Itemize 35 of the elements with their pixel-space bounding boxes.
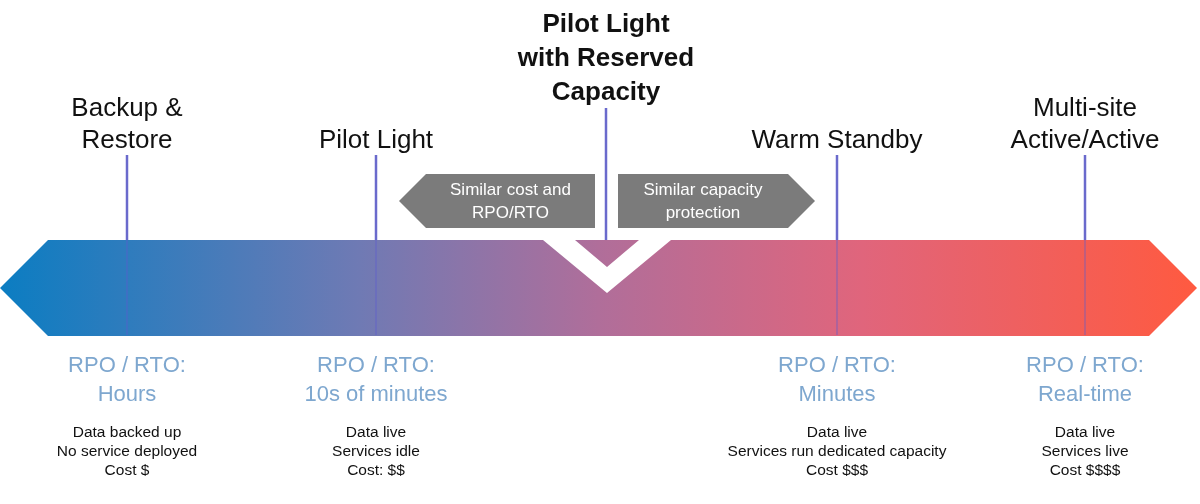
strategy-detail: Data live [806,421,868,441]
arrow-banner [618,174,815,228]
strategy-title: Warm Standby [750,123,924,155]
metric-value: Real-time [1037,381,1133,407]
strategy-detail: Services live [1041,440,1129,460]
strategy-detail: Cost $$$ [806,459,868,479]
metric-value: Minutes [798,381,876,407]
strategy-detail: Cost $ [104,459,150,479]
arrow-banner [399,174,595,228]
strategy-detail: Cost $$$$ [1049,459,1121,479]
metric-label: RPO / RTO: [778,352,896,378]
marker-line [1083,155,1087,240]
strategy-title: Pilot Light [317,123,435,155]
metric-value: 10s of minutes [304,381,448,407]
strategy-title: Multi-site Active/Active [1009,91,1161,155]
metric-value: Hours [97,381,157,407]
marker-line [125,155,129,240]
strategy-detail: Services run dedicated capacity [727,440,947,460]
strategy-detail: No service deployed [56,440,198,460]
strategy-detail: Services idle [332,440,420,460]
metric-label: RPO / RTO: [1026,352,1144,378]
strategy-detail: Data live [1054,421,1116,441]
marker-line [604,108,608,240]
strategy-detail: Data live [345,421,407,441]
strategy-detail: Data backed up [72,421,182,441]
strategy-detail: Cost: $$ [347,459,405,479]
banner-text: Similar cost and RPO/RTO [449,179,572,224]
metric-label: RPO / RTO: [317,352,435,378]
strategy-title: Pilot Light with Reserved Capacity [516,7,696,108]
marker-line [374,155,378,240]
metric-label: RPO / RTO: [68,352,186,378]
marker-line [835,155,839,240]
spectrum-arrow [0,240,1197,336]
strategy-title: Backup & Restore [70,91,184,155]
banner-text: Similar capacity protection [642,179,764,224]
